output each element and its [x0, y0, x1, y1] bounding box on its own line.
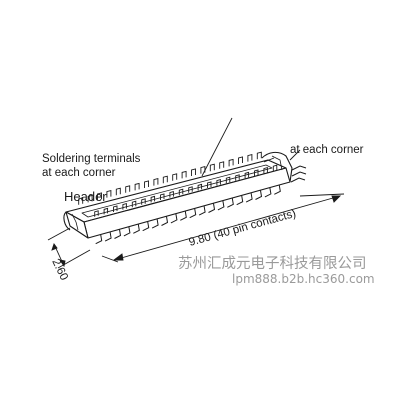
back-contact — [106, 190, 112, 198]
front-contact — [141, 198, 146, 205]
front-contact — [188, 186, 193, 193]
front-row-contacts — [94, 164, 278, 217]
back-contact — [162, 175, 168, 184]
back-contact — [209, 163, 215, 172]
soldering-leader — [201, 117, 233, 177]
solder-tail — [161, 216, 169, 226]
front-contact — [235, 174, 240, 181]
solder-tail — [133, 224, 140, 234]
solder-tail — [217, 200, 225, 211]
solder-tail — [198, 206, 206, 216]
front-contact — [122, 203, 127, 210]
back-contact — [247, 154, 253, 162]
back-contact — [134, 182, 140, 191]
length-dimension — [101, 193, 345, 263]
solder-tail — [208, 203, 216, 213]
back-contact — [191, 168, 196, 176]
width-dimension — [47, 227, 91, 269]
back-contact — [219, 161, 225, 169]
back-contact — [256, 151, 262, 160]
solder-tail — [274, 185, 281, 195]
length-dimension-label: 9.80 (40 pin contacts) — [188, 208, 298, 249]
solder-tail — [264, 187, 272, 198]
back-contact — [144, 180, 149, 188]
solder-tail — [123, 226, 131, 237]
back-contact — [97, 192, 102, 200]
front-contact — [272, 164, 278, 172]
back-contact — [172, 173, 178, 181]
connector-housing — [63, 151, 293, 239]
solder-tail — [227, 198, 234, 208]
solder-tail — [104, 232, 112, 242]
right-corner-leader — [289, 149, 301, 161]
length-dim-line — [113, 195, 341, 261]
back-contact — [87, 194, 93, 203]
solder-tail — [170, 213, 178, 224]
solder-tail — [142, 221, 150, 232]
housing-right-end — [261, 151, 293, 183]
solder-tail — [236, 195, 244, 206]
solder-tail — [245, 193, 253, 203]
back-contact — [181, 170, 187, 179]
back-contact — [153, 178, 159, 186]
right-corner-label: at each corner — [290, 144, 364, 156]
front-contact — [178, 188, 184, 196]
front-contact — [254, 169, 259, 176]
front-contact — [263, 167, 268, 174]
soldering-terminals-label: Soldering terminals — [42, 153, 141, 165]
soldering-corner-label: at each corner — [42, 167, 116, 179]
front-contact — [197, 183, 203, 191]
header-label: Header — [64, 189, 107, 204]
front-contact — [160, 193, 165, 200]
back-contact — [125, 185, 131, 193]
back-contact — [228, 158, 234, 167]
solder-tail — [255, 190, 263, 200]
front-contact — [150, 195, 156, 203]
front-contact — [225, 176, 231, 184]
front-contact — [131, 200, 137, 208]
width-dimension-label: 2.60 — [49, 257, 70, 282]
housing-slot — [81, 164, 273, 218]
front-contact — [103, 207, 109, 215]
right-contact-tails — [290, 165, 307, 183]
front-contact — [207, 181, 212, 188]
solder-tail — [180, 211, 187, 221]
back-contact — [238, 156, 243, 164]
watermark-company: 苏州汇成元电子科技有限公司 — [178, 255, 367, 272]
solder-tail — [95, 234, 103, 245]
front-contact — [113, 205, 118, 212]
back-contact — [78, 197, 84, 205]
solder-tails — [95, 185, 281, 245]
front-contact — [216, 179, 221, 186]
front-contact — [244, 171, 250, 179]
solder-tail — [114, 229, 122, 239]
back-row-contacts — [78, 151, 262, 205]
back-contact — [115, 187, 121, 196]
back-contact — [200, 166, 206, 174]
watermark-site: lpm888.b2b.hc360.com — [232, 272, 375, 286]
front-contact — [169, 191, 174, 198]
solder-tail — [189, 208, 197, 219]
leader-lines — [201, 117, 301, 177]
solder-tail — [151, 219, 159, 229]
front-contact — [94, 210, 99, 217]
